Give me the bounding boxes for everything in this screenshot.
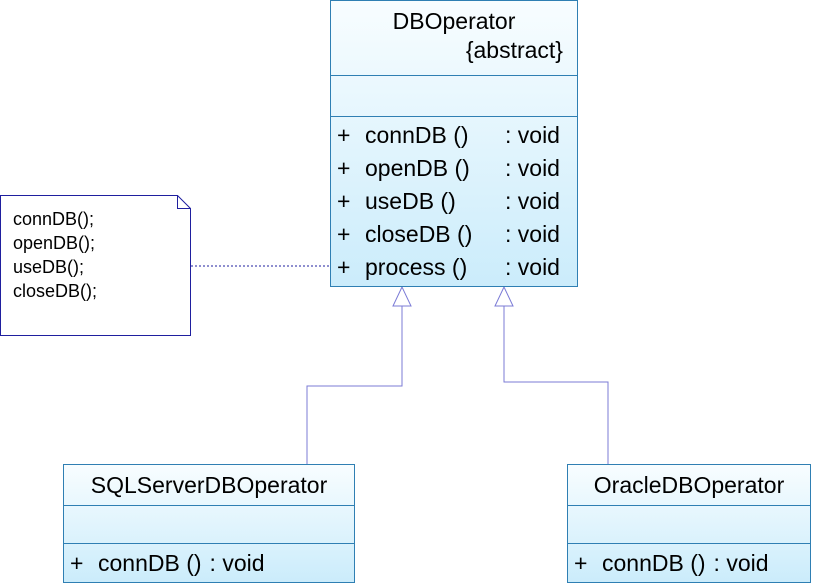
operation-name: openDB () (365, 155, 470, 181)
operation-return-type: : void (505, 254, 560, 280)
generalization-sqlserver[interactable] (306, 285, 412, 464)
note-line: connDB(); (13, 209, 95, 229)
class-dboperator[interactable]: DBOperator {abstract} + connDB () : void… (330, 0, 578, 287)
attributes-compartment (331, 76, 577, 117)
operation-name: process () (365, 254, 468, 280)
operation-return-type: : void (209, 549, 265, 576)
operation-name: useDB () (365, 188, 456, 214)
operation-name: connDB () (365, 122, 469, 148)
class-name: DBOperator (392, 8, 516, 34)
operations-compartment: + connDB () : void (64, 544, 354, 582)
operation-return-type: : void (505, 122, 560, 148)
operation-row[interactable]: + connDB () : void (64, 544, 354, 582)
operation-visibility: + (70, 549, 84, 576)
generalization-oracle[interactable] (494, 285, 609, 464)
operation-visibility: + (337, 122, 351, 148)
operation-visibility: + (337, 254, 351, 280)
operations-compartment: + connDB () : void (568, 544, 810, 582)
operation-visibility: + (337, 188, 351, 214)
operation-return-type: : void (505, 188, 560, 214)
attributes-compartment (568, 506, 810, 544)
operation-name: closeDB () (365, 221, 473, 247)
operation-row[interactable]: + openDB () : void (331, 152, 577, 185)
operation-row[interactable]: + useDB () : void (331, 185, 577, 218)
operation-visibility: + (337, 155, 351, 181)
generalization-arrowhead-right (494, 285, 514, 307)
operation-return-type: : void (505, 155, 560, 181)
attributes-compartment (64, 506, 354, 544)
note[interactable]: connDB(); openDB(); useDB(); closeDB(); (0, 195, 191, 336)
operations-compartment: + connDB () : void + openDB () : void + … (331, 117, 577, 284)
operation-row[interactable]: + connDB () : void (331, 119, 577, 152)
class-stereotype: {abstract} (465, 37, 563, 63)
operation-row[interactable]: + connDB () : void (568, 544, 810, 582)
class-name: SQLServerDBOperator (90, 472, 328, 498)
class-sqlserverdboperator[interactable]: SQLServerDBOperator + connDB () : void (63, 464, 355, 583)
class-name-compartment: SQLServerDBOperator (64, 465, 354, 506)
class-name-compartment: DBOperator {abstract} (331, 1, 577, 76)
generalization-arrowhead-left (392, 285, 412, 307)
note-line: useDB(); (13, 257, 85, 277)
class-name-compartment: OracleDBOperator (568, 465, 810, 506)
operation-row[interactable]: + closeDB () : void (331, 218, 577, 251)
note-shape (0, 195, 191, 336)
operation-return-type: : void (713, 549, 769, 576)
operation-name: connDB () (602, 549, 706, 576)
note-text: connDB(); openDB(); useDB(); closeDB(); (13, 207, 97, 303)
operation-visibility: + (574, 549, 588, 576)
class-oracledboperator[interactable]: OracleDBOperator + connDB () : void (567, 464, 811, 583)
operation-row[interactable]: + process () : void (331, 251, 577, 284)
note-line: closeDB(); (13, 281, 98, 301)
note-line: openDB(); (13, 233, 96, 253)
operation-name: connDB () (98, 549, 202, 576)
operation-visibility: + (337, 221, 351, 247)
class-name: OracleDBOperator (593, 472, 785, 498)
operation-return-type: : void (505, 221, 560, 247)
